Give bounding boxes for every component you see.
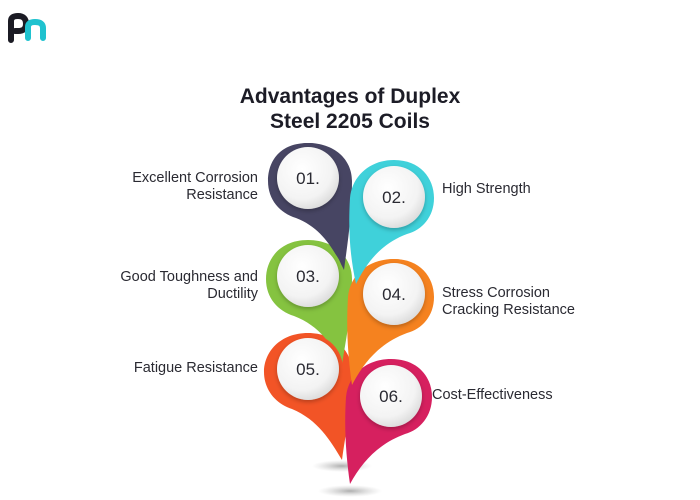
item-04-line-2: Cracking Resistance: [442, 302, 575, 318]
ground-shadow-2: [318, 485, 382, 497]
item-01-label: Excellent Corrosion Resistance: [88, 170, 258, 204]
item-05-badge: [277, 338, 339, 400]
item-02-badge: [363, 166, 425, 228]
item-04-label: Stress Corrosion Cracking Resistance: [442, 285, 642, 319]
item-01-line-1: Excellent Corrosion: [132, 170, 258, 186]
item-06-badge: [360, 365, 422, 427]
item-04-badge: [363, 263, 425, 325]
item-06-label: Cost-Effectiveness: [432, 387, 632, 404]
item-03-label: Good Toughness and Ductility: [88, 269, 258, 303]
item-06-line-1: Cost-Effectiveness: [432, 387, 553, 403]
item-06-number: 06.: [379, 387, 403, 406]
page-title: Advantages of Duplex Steel 2205 Coils: [150, 84, 550, 134]
item-03-badge: [277, 245, 339, 307]
item-01-line-2: Resistance: [186, 187, 258, 203]
item-01-number: 01.: [296, 169, 320, 188]
brand-logo-icon: [8, 12, 46, 43]
item-03-line-1: Good Toughness and: [120, 269, 258, 285]
item-03-number: 03.: [296, 267, 320, 286]
item-02-line-1: High Strength: [442, 181, 531, 197]
item-05-number: 05.: [296, 360, 320, 379]
item-04-line-1: Stress Corrosion: [442, 285, 550, 301]
item-02-number: 02.: [382, 188, 406, 207]
item-03-line-2: Ductility: [207, 286, 258, 302]
item-04-number: 04.: [382, 285, 406, 304]
item-05-line-1: Fatigue Resistance: [133, 360, 258, 376]
item-01-badge: [277, 147, 339, 209]
title-line-1: Advantages of Duplex: [239, 85, 461, 108]
item-02-label: High Strength: [442, 181, 642, 198]
item-05-label: Fatigue Resistance: [88, 360, 258, 377]
title-line-2: Steel 2205 Coils: [270, 110, 430, 133]
